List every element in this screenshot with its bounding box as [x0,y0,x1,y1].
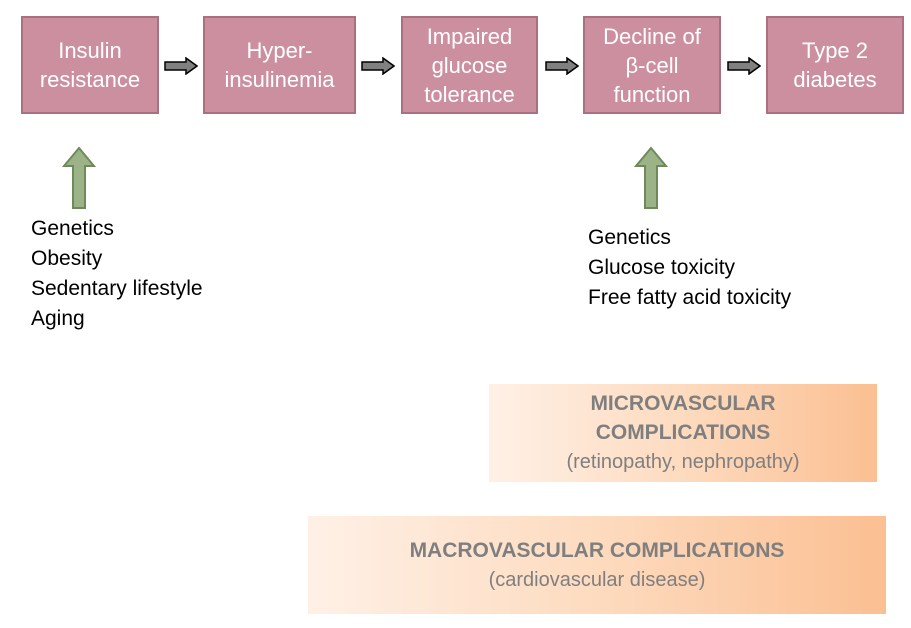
impaired-glucose-tolerance-label: Impaired glucose tolerance [424,23,515,107]
flow-arrow-3 [545,57,579,75]
type2-diabetes-label: Type 2 diabetes [793,38,877,92]
macrovascular-title: MACROVASCULAR COMPLICATIONS [409,538,785,562]
type2-diabetes-box: Type 2 diabetes [766,16,904,114]
flow-arrow-2 [361,57,395,75]
insulin-resistance-box: Insulin resistance [21,16,159,114]
hyperinsulinemia-label: Hyper- insulinemia [224,38,335,92]
macrovascular-subtitle: (cardiovascular disease) [488,568,706,591]
flow-arrow-1 [164,57,198,75]
macrovascular-complications-band: MACROVASCULAR COMPLICATIONS (cardiovascu… [308,516,886,614]
beta-cell-decline-label: Decline of β-cell function [603,23,701,107]
risk-factor-item: Genetics [588,226,671,249]
flow-arrow-4 [727,57,761,75]
hyperinsulinemia-box: Hyper- insulinemia [203,16,356,114]
risk-factor-item: Obesity [31,247,103,270]
risk-factor-arrow-left [62,146,96,209]
microvascular-subtitle: (retinopathy, nephropathy) [566,451,800,473]
insulin-resistance-risk-factors: Genetics Obesity Sedentary lifestyle Agi… [31,214,203,334]
insulin-resistance-label: Insulin resistance [39,38,141,92]
risk-factor-item: Sedentary lifestyle [31,277,203,300]
microvascular-title: MICROVASCULAR COMPLICATIONS [590,392,776,444]
beta-cell-decline-box: Decline of β-cell function [583,16,721,114]
risk-factor-item: Free fatty acid toxicity [588,286,792,309]
risk-factor-item: Glucose toxicity [588,256,736,279]
risk-factor-item: Aging [31,307,85,330]
microvascular-complications-band: MICROVASCULAR COMPLICATIONS (retinopathy… [489,384,877,482]
risk-factor-arrow-right [634,146,668,209]
beta-cell-risk-factors: Genetics Glucose toxicity Free fatty aci… [588,223,791,313]
impaired-glucose-tolerance-box: Impaired glucose tolerance [401,16,538,114]
risk-factor-item: Genetics [31,217,114,240]
